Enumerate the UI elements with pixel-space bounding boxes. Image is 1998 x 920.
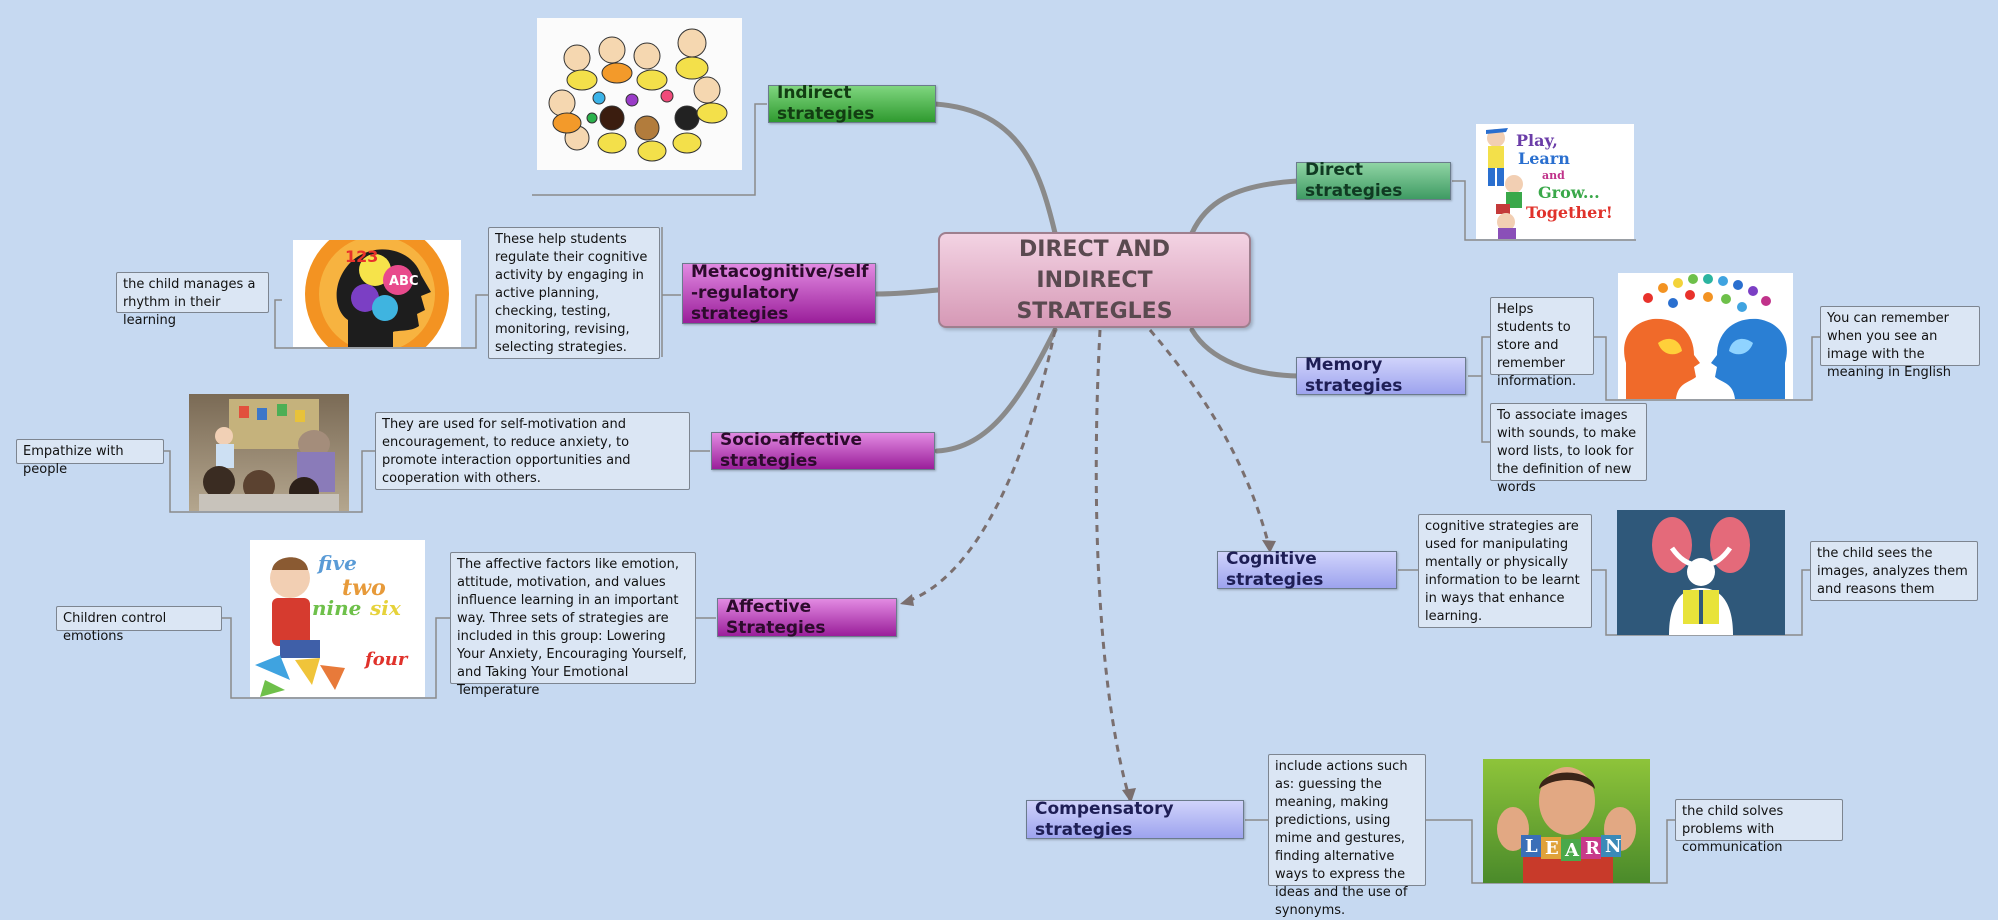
topic-label: Metacognitive/self -regulatory strategie… <box>691 262 869 324</box>
topic-metacognitive-strategies[interactable]: Metacognitive/self -regulatory strategie… <box>682 262 876 324</box>
note-text: They are used for self-motivation and en… <box>382 417 631 486</box>
note-text: Empathize with people <box>23 444 124 477</box>
block-letter-n: N <box>1605 836 1621 857</box>
topic-label: Cognitive strategies <box>1226 549 1324 590</box>
note-text: You can remember when you see an image w… <box>1827 311 1952 380</box>
note-text: Helps students to store and remember inf… <box>1497 302 1577 389</box>
branch-cognitive <box>1148 329 1272 551</box>
topic-memory-strategies[interactable]: Memory strategies <box>1296 355 1466 396</box>
block-letter-l: L <box>1525 836 1538 857</box>
note-affective-description[interactable]: The affective factors like emotion, atti… <box>450 552 696 698</box>
note-text: To associate images with sounds, to make… <box>1497 408 1637 495</box>
logo-word-learn: Learn <box>1518 149 1570 168</box>
note-cognitive-description[interactable]: cognitive strategies are used for manipu… <box>1418 514 1592 628</box>
note-text: include actions such as: guessing the me… <box>1275 759 1408 918</box>
block-letter-r: R <box>1585 838 1601 859</box>
classroom-photo <box>189 394 349 511</box>
branch-compensatory <box>1094 329 1132 801</box>
baby-numbers-image: five two nine six four <box>250 540 425 697</box>
arrow-affective <box>900 594 914 606</box>
topic-indirect-strategies[interactable]: Indirect strategies <box>768 83 936 124</box>
note-socio-child[interactable]: Empathize with people <box>16 439 164 477</box>
learn-blocks-photo: L E A R N <box>1483 759 1650 883</box>
note-cognitive-child[interactable]: the child sees the images, analyzes them… <box>1810 541 1978 601</box>
word-two: two <box>342 575 386 601</box>
topic-label: Socio-affective strategies <box>720 430 862 471</box>
topic-cognitive-strategies[interactable]: Cognitive strategies <box>1217 549 1397 590</box>
note-metacognitive-child[interactable]: the child manages a rhythm in their lear… <box>116 272 269 328</box>
topic-label: Indirect strategies <box>777 83 875 124</box>
block-letter-e: E <box>1545 838 1559 859</box>
note-text: cognitive strategies are used for manipu… <box>1425 519 1580 624</box>
head-abc-image: 123 ABC <box>293 240 461 347</box>
cartoon-children-image <box>537 18 742 170</box>
word-six: six <box>369 596 402 620</box>
note-memory-description-1[interactable]: Helps students to store and remember inf… <box>1490 297 1594 389</box>
brain-digits-text: 123 <box>345 247 378 266</box>
branch-metacognitive <box>873 287 941 297</box>
arrow-cognitive <box>1262 540 1276 553</box>
word-five: five <box>316 551 357 575</box>
logo-word-grow: Grow... <box>1538 183 1600 202</box>
topic-compensatory-strategies[interactable]: Compensatory strategies <box>1026 798 1244 840</box>
central-topic[interactable]: DIRECT AND INDIRECT STRATEGLES <box>938 232 1251 328</box>
note-text: the child manages a rhythm in their lear… <box>123 277 256 328</box>
branch-socio <box>934 327 1058 454</box>
logo-word-play: Play, <box>1516 131 1558 150</box>
note-compensatory-description[interactable]: include actions such as: guessing the me… <box>1268 754 1426 918</box>
note-text: These help students regulate their cogni… <box>495 232 648 355</box>
figure-with-book-image <box>1617 510 1785 635</box>
note-affective-child[interactable]: Children control emotions <box>56 606 222 644</box>
note-text: The affective factors like emotion, atti… <box>457 557 687 698</box>
note-socio-description[interactable]: They are used for self-motivation and en… <box>375 412 690 490</box>
note-text: the child solves problems with communica… <box>1682 804 1784 855</box>
word-four: four <box>363 649 409 670</box>
branch-memory <box>1189 327 1301 379</box>
branch-direct <box>1189 178 1301 236</box>
topic-direct-strategies[interactable]: Direct strategies <box>1296 160 1451 201</box>
topic-affective-strategies[interactable]: Affective Strategies <box>717 596 897 638</box>
topic-label: Affective Strategies <box>726 596 826 638</box>
note-text: the child sees the images, analyzes them… <box>1817 546 1968 597</box>
branch-indirect <box>932 101 1058 236</box>
play-learn-grow-image: Play, Learn and Grow... Together! <box>1476 124 1634 239</box>
note-text: Children control emotions <box>63 611 167 644</box>
topic-socio-affective-strategies[interactable]: Socio-affective strategies <box>711 430 935 471</box>
central-topic-label: DIRECT AND INDIRECT STRATEGLES <box>1016 236 1173 324</box>
word-nine: nine <box>312 596 361 620</box>
note-memory-description-2[interactable]: To associate images with sounds, to make… <box>1490 403 1647 495</box>
note-metacognitive-description[interactable]: These help students regulate their cogni… <box>488 227 660 359</box>
arrow-compensatory <box>1122 788 1136 803</box>
topic-label: Memory strategies <box>1305 355 1403 396</box>
brain-letters-text: ABC <box>389 274 419 289</box>
note-memory-child[interactable]: You can remember when you see an image w… <box>1820 306 1980 380</box>
note-compensatory-child[interactable]: the child solves problems with communica… <box>1675 799 1843 855</box>
logo-word-and: and <box>1542 169 1565 182</box>
block-letter-a: A <box>1564 840 1580 861</box>
branch-affective <box>901 329 1057 605</box>
logo-word-together: Together! <box>1526 203 1613 222</box>
topic-label: Compensatory strategies <box>1035 798 1174 840</box>
topic-label: Direct strategies <box>1305 160 1403 201</box>
two-heads-image <box>1618 273 1793 399</box>
